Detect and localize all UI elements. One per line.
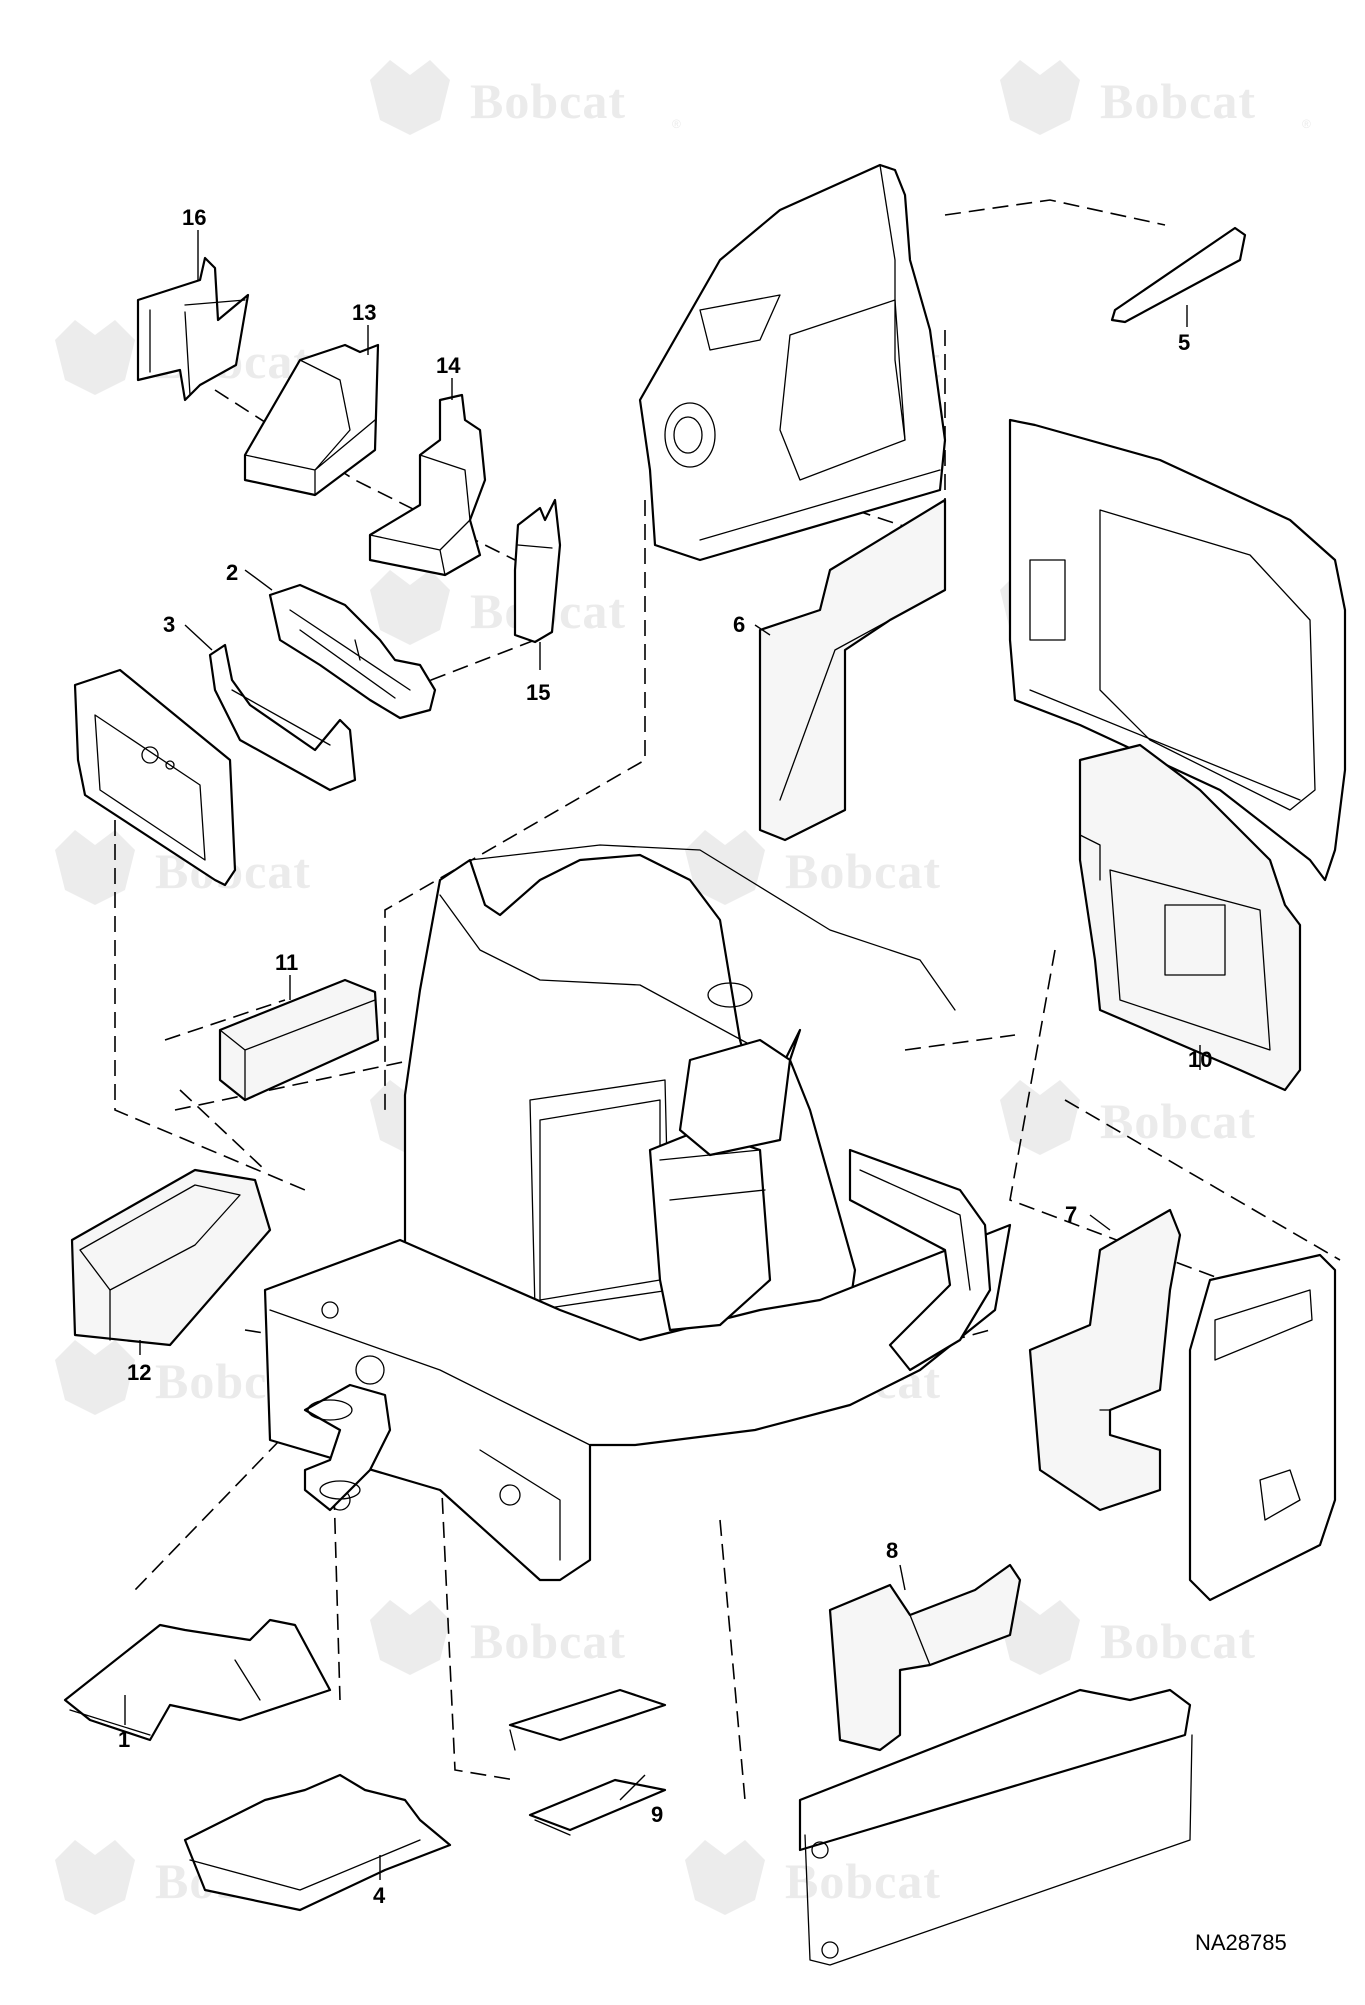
right-fender xyxy=(848,1148,992,1372)
callout-15: 15 xyxy=(526,680,550,705)
watermark-text: Bobcat xyxy=(470,73,626,129)
drawing-number: NA28785 xyxy=(1195,1930,1287,1955)
watermark-text: Bobcat xyxy=(785,843,941,899)
watermark-row-1: Bobcat ® Bobcat ® xyxy=(370,60,1311,135)
watermark-text: Bobcat xyxy=(470,1613,626,1669)
callout-16: 16 xyxy=(182,205,206,230)
part-1-plate xyxy=(63,1618,332,1742)
part-12-pad xyxy=(70,1168,272,1347)
callout-1: 1 xyxy=(118,1727,130,1752)
rear-skirt xyxy=(798,1688,1193,1966)
callout-9: 9 xyxy=(651,1802,663,1827)
part-4-plate xyxy=(183,1773,452,1912)
callout-11: 11 xyxy=(275,950,298,975)
swing-bracket xyxy=(303,1383,392,1512)
bobcat-logo-icon xyxy=(55,320,135,395)
right-door-panel xyxy=(1188,1253,1337,1602)
watermark-text: Bobcat xyxy=(1100,1613,1256,1669)
cab-door xyxy=(638,163,947,562)
callout-10: 10 xyxy=(1188,1047,1212,1072)
part-3-console-trim xyxy=(208,643,357,792)
callout-7: 7 xyxy=(1065,1202,1077,1227)
part-2-console-cover xyxy=(268,583,437,720)
watermark-text: Bobcat xyxy=(1100,1093,1256,1149)
bobcat-logo-icon xyxy=(1000,1600,1080,1675)
part-16-panel xyxy=(136,256,250,402)
bobcat-logo-icon xyxy=(55,830,135,905)
bobcat-logo-icon xyxy=(370,1600,450,1675)
part-8-insulation xyxy=(828,1563,1022,1752)
callout-labels: 16 13 14 15 2 3 5 6 10 11 12 7 8 1 4 9 xyxy=(118,205,1212,1908)
part-11-pad xyxy=(218,978,380,1102)
part-7-insulation xyxy=(1028,1208,1182,1512)
console-box xyxy=(648,982,792,1332)
bobcat-logo-icon xyxy=(685,830,765,905)
part-9-plate xyxy=(508,1688,667,1836)
callout-3: 3 xyxy=(163,612,175,637)
part-13-bracket xyxy=(243,343,380,497)
bobcat-logo-icon xyxy=(55,1840,135,1915)
callout-leaders xyxy=(124,230,1201,1880)
callout-2: 2 xyxy=(226,560,238,585)
watermark-text: Bobcat xyxy=(785,1853,941,1909)
bobcat-logo-icon xyxy=(685,1840,765,1915)
watermark-text: Bobcat xyxy=(1100,73,1256,129)
watermark-registered: ® xyxy=(1302,117,1311,131)
watermark-row-7: Bobcat Bobcat xyxy=(370,1600,1256,1675)
watermark-registered: ® xyxy=(672,117,681,131)
part-14-bracket xyxy=(368,393,487,577)
callout-4: 4 xyxy=(373,1883,386,1908)
callout-6: 6 xyxy=(733,612,745,637)
bobcat-logo-icon xyxy=(1000,1080,1080,1155)
callout-14: 14 xyxy=(436,353,461,378)
rear-panel xyxy=(1008,418,1347,882)
left-side-panel xyxy=(73,668,237,887)
callout-12: 12 xyxy=(127,1360,151,1385)
bobcat-logo-icon xyxy=(1000,60,1080,135)
base-plate xyxy=(263,1223,1012,1582)
bobcat-logo-icon xyxy=(55,1340,135,1415)
callout-13: 13 xyxy=(352,300,376,325)
part-6-insulation xyxy=(758,498,947,842)
part-15-strip xyxy=(513,498,562,644)
bobcat-logo-icon xyxy=(370,60,450,135)
bobcat-logo-icon xyxy=(370,570,450,645)
assembly-dashed-lines xyxy=(114,199,1341,1801)
callout-5: 5 xyxy=(1178,330,1190,355)
part-5-strip xyxy=(1110,226,1247,324)
callout-8: 8 xyxy=(886,1538,898,1563)
part-10-insulation xyxy=(1078,743,1302,1092)
